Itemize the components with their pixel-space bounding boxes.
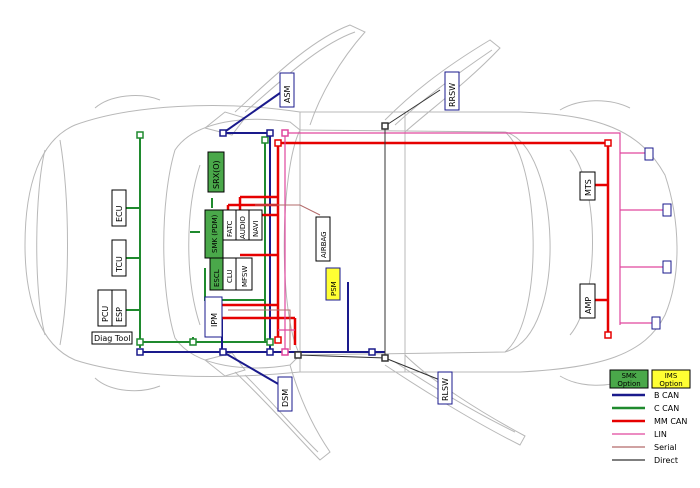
legend-label: C CAN — [654, 404, 679, 413]
module-psm-label: PSM — [330, 281, 338, 296]
module-ecu[interactable]: ECU — [111, 189, 127, 227]
module-amp[interactable]: AMP — [579, 283, 596, 319]
legend-label: Direct — [654, 456, 678, 465]
junction-node — [261, 136, 269, 144]
junction-node — [266, 348, 274, 356]
junction-node — [219, 348, 227, 356]
legend-label: Serial — [654, 443, 677, 452]
junction-nodes — [136, 122, 612, 362]
module-mfsw[interactable]: MFSW — [235, 257, 253, 291]
legend-item-direct: Direct — [612, 456, 678, 465]
legend-label: B CAN — [654, 391, 679, 400]
junction-node — [136, 131, 144, 139]
c-can-network — [126, 135, 270, 348]
module-srx-label: SRX(O) — [212, 160, 221, 189]
module-rlsw[interactable]: RLSW — [437, 371, 453, 405]
module-rrsw[interactable]: RRSW — [444, 71, 460, 111]
lin-network — [278, 132, 665, 355]
module-psm[interactable]: PSM — [325, 267, 341, 301]
module-mts-label: MTS — [584, 179, 593, 196]
module-rlsw-label: RLSW — [441, 378, 450, 401]
module-ecu-label: ECU — [115, 205, 124, 222]
module-smk-pdm-label: SMK (PDM) — [211, 214, 219, 253]
module-mts[interactable]: MTS — [579, 171, 596, 201]
module-diag-tool[interactable]: Diag Tool — [91, 331, 133, 345]
legend: SMK Option IMS Option B CAN C CAN MM CAN LI… — [609, 369, 691, 465]
junction-node — [274, 336, 282, 344]
module-ipm[interactable]: IPM — [204, 296, 223, 338]
module-pcu[interactable]: PCU — [97, 289, 113, 327]
module-rrsw-label: RRSW — [448, 83, 457, 107]
junction-node — [266, 338, 274, 346]
module-smk-pdm[interactable]: SMK (PDM) — [204, 209, 224, 259]
module-fatc[interactable]: FATC — [222, 209, 237, 241]
module-escl-label: ESCL — [213, 269, 221, 287]
module-fatc-label: FATC — [226, 221, 234, 237]
legend-item-mm-can: MM CAN — [612, 417, 687, 426]
module-mfsw-label: MFSW — [241, 266, 249, 287]
module-ipm-label: IPM — [210, 313, 219, 327]
legend-smk-line1: SMK — [621, 372, 636, 380]
legend-smk-line2: Option — [617, 380, 640, 388]
junction-node — [189, 338, 197, 346]
junction-node — [136, 348, 144, 356]
module-escl[interactable]: ESCL — [209, 257, 224, 291]
legend-label: MM CAN — [654, 417, 687, 426]
module-clu[interactable]: CLU — [222, 257, 237, 291]
module-tcu-label: TCU — [115, 256, 124, 273]
junction-node — [381, 122, 389, 130]
legend-ims-option: IMS Option — [651, 369, 691, 389]
legend-item-c-can: C CAN — [612, 404, 679, 413]
module-clu-label: CLU — [226, 269, 234, 283]
junction-node — [281, 348, 289, 356]
module-audio-label: AUDIO — [239, 216, 247, 239]
module-airbag[interactable]: AIRBAG — [315, 216, 331, 262]
module-navi-label: NAVI — [252, 221, 260, 237]
module-diag-tool-label: Diag Tool — [94, 334, 130, 343]
module-dsm-label: DSM — [281, 389, 290, 407]
module-srx[interactable]: SRX(O) — [207, 151, 225, 193]
lin-slave-3 — [662, 260, 672, 274]
module-esp[interactable]: ESP — [111, 289, 127, 327]
junction-node — [266, 129, 274, 137]
junction-node — [604, 139, 612, 147]
lin-slave-2 — [662, 203, 672, 217]
junction-node — [219, 129, 227, 137]
legend-label: LIN — [654, 430, 667, 439]
module-pcu-label: PCU — [101, 306, 110, 322]
direct-network — [297, 89, 441, 381]
module-dsm[interactable]: DSM — [277, 376, 293, 412]
module-esp-label: ESP — [115, 307, 124, 322]
module-asm-label: ASM — [283, 85, 292, 103]
legend-smk-option: SMK Option — [609, 369, 649, 389]
junction-node — [136, 338, 144, 346]
junction-node — [274, 139, 282, 147]
junction-node — [604, 331, 612, 339]
legend-item-lin: LIN — [612, 430, 667, 439]
modules: ASM RRSW ECU TCU PCU ESP D — [91, 71, 672, 412]
legend-item-b-can: B CAN — [612, 391, 679, 400]
legend-ims-line1: IMS — [665, 372, 678, 380]
serial-network — [228, 204, 321, 350]
module-audio[interactable]: AUDIO — [235, 209, 250, 241]
legend-item-serial: Serial — [612, 443, 677, 452]
junction-node — [294, 351, 302, 359]
lin-slave-4 — [651, 316, 661, 330]
module-amp-label: AMP — [584, 297, 593, 314]
car-outline — [24, 24, 678, 461]
lin-slave-1 — [644, 147, 654, 161]
module-asm[interactable]: ASM — [279, 72, 295, 108]
junction-node — [368, 348, 376, 356]
junction-node — [381, 354, 389, 362]
module-navi[interactable]: NAVI — [248, 209, 263, 241]
module-tcu[interactable]: TCU — [111, 239, 127, 277]
module-airbag-label: AIRBAG — [320, 231, 328, 258]
junction-node — [281, 129, 289, 137]
legend-ims-line2: Option — [659, 380, 682, 388]
